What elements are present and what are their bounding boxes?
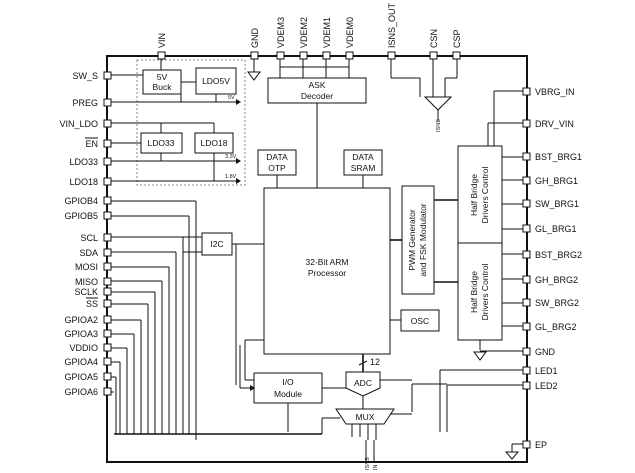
mux-block <box>335 408 395 425</box>
pin-vin-ldo: VIN_LDO <box>59 119 98 129</box>
buck-label-2: Buck <box>153 82 173 92</box>
pin-sw-brg2: SW_BRG2 <box>535 298 579 308</box>
pwm-block <box>401 185 435 295</box>
pin-gpiob4: GPIOB4 <box>64 196 98 206</box>
pin-gh-brg2: GH_BRG2 <box>535 275 578 285</box>
adc-label: ADC <box>354 378 372 388</box>
arm-label-2: Processor <box>308 268 346 278</box>
pin-vdem3: VDEM3 <box>276 17 286 48</box>
pin-vdem1: VDEM1 <box>322 17 332 48</box>
adc-block <box>345 371 381 397</box>
sram-label-2: SRAM <box>351 163 376 173</box>
pin-vdem0: VDEM0 <box>345 17 355 48</box>
pin-en: EN <box>85 139 98 149</box>
ask-decoder-block <box>267 77 367 104</box>
pin-led1: LED1 <box>535 366 558 376</box>
pin-gpioa4: GPIOA4 <box>64 357 98 367</box>
pin-scl: SCL <box>80 233 98 243</box>
ask-label-1: ASK <box>308 80 325 90</box>
pin-isns-out: ISNS_OUT <box>387 2 397 48</box>
pin-led2: LED2 <box>535 381 558 391</box>
pin-preg: PREG <box>72 98 98 108</box>
pin-bottom-in: IN <box>373 464 379 470</box>
arm-label-1: 32-Bit ARM <box>306 257 349 267</box>
pin-mosi: MOSI <box>75 262 98 272</box>
pin-miso: MISO <box>75 277 98 287</box>
ldo5v-label: LDO5V <box>202 76 230 86</box>
pin-gnd-top: GND <box>250 28 260 49</box>
pin-gl-brg1: GL_BRG1 <box>535 224 577 234</box>
otp-label-1: DATA <box>266 152 288 162</box>
io-label-1: I/O <box>282 377 294 387</box>
pin-vbrg-in: VBRG_IN <box>535 87 575 97</box>
ldo33-label: LDO33 <box>148 138 175 148</box>
pin-ss: SS <box>86 299 98 309</box>
pin-ldo18: LDO18 <box>69 177 98 187</box>
io-label-2: Module <box>274 389 302 399</box>
pin-gpioa2: GPIOA2 <box>64 315 98 325</box>
io-module-block <box>253 372 323 404</box>
label-3v3: 3.3V <box>225 154 237 160</box>
pin-vin: VIN <box>157 33 167 48</box>
pin-bottom-isns: ISNS <box>365 457 371 470</box>
hb1-label-2: Drivers Control <box>480 167 490 224</box>
pin-drv-vin: DRV_VIN <box>535 119 574 129</box>
top-pins <box>157 51 461 60</box>
pin-csn: CSN <box>429 29 439 48</box>
pin-bst-brg1: BST_BRG1 <box>535 152 582 162</box>
pin-gh-brg1: GH_BRG1 <box>535 176 578 186</box>
label-isns-amp: ISNS <box>436 119 442 132</box>
osc-label: OSC <box>411 316 429 326</box>
hb1-label-1: Half Bridge <box>469 174 479 216</box>
pwm-label-1: PWM Generator <box>407 209 417 271</box>
buck-block <box>142 69 182 95</box>
pin-gpioa6: GPIOA6 <box>64 387 98 397</box>
pin-gnd-right: GND <box>535 347 556 357</box>
pin-gl-brg2: GL_BRG2 <box>535 322 577 332</box>
pin-bst-brg2: BST_BRG2 <box>535 250 582 260</box>
pin-gpioa5: GPIOA5 <box>64 372 98 382</box>
pin-gpiob5: GPIOB5 <box>64 211 98 221</box>
pin-sclk: SCLK <box>74 287 98 297</box>
data-sram-block <box>343 149 383 176</box>
pin-vdem2: VDEM2 <box>299 17 309 48</box>
pin-sda: SDA <box>79 248 98 258</box>
buck-label-1: 5V <box>157 72 168 82</box>
hb2-label-1: Half Bridge <box>469 271 479 313</box>
ask-label-2: Decoder <box>301 91 333 101</box>
pin-vddio: VDDIO <box>69 343 98 353</box>
power-region <box>136 59 246 186</box>
otp-label-2: OTP <box>268 163 286 173</box>
i2c-label: I2C <box>210 239 223 249</box>
pin-gpioa3: GPIOA3 <box>64 329 98 339</box>
pin-ldo33: LDO33 <box>69 157 98 167</box>
chip-outline <box>106 55 528 463</box>
right-pin-squares <box>522 87 531 449</box>
hb2-label-2: Drivers Control <box>480 264 490 321</box>
pin-sw-brg1: SW_BRG1 <box>535 199 579 209</box>
data-otp-block <box>257 149 297 176</box>
label-bus-12: 12 <box>370 357 380 367</box>
left-pin-squares <box>103 71 112 396</box>
pin-sw-s: SW_S <box>72 71 98 81</box>
ldo18-label: LDO18 <box>201 138 228 148</box>
arm-processor-block <box>263 187 391 355</box>
wires <box>111 59 523 462</box>
label-1v8: 1.8V <box>225 174 237 180</box>
pwm-label-2: and FSK Modulator <box>418 203 428 276</box>
sram-label-1: DATA <box>352 152 374 162</box>
pin-ep: EP <box>535 440 547 450</box>
mux-label: MUX <box>356 412 375 422</box>
label-5v: 5V <box>228 95 235 101</box>
pin-csp: CSP <box>452 29 462 48</box>
